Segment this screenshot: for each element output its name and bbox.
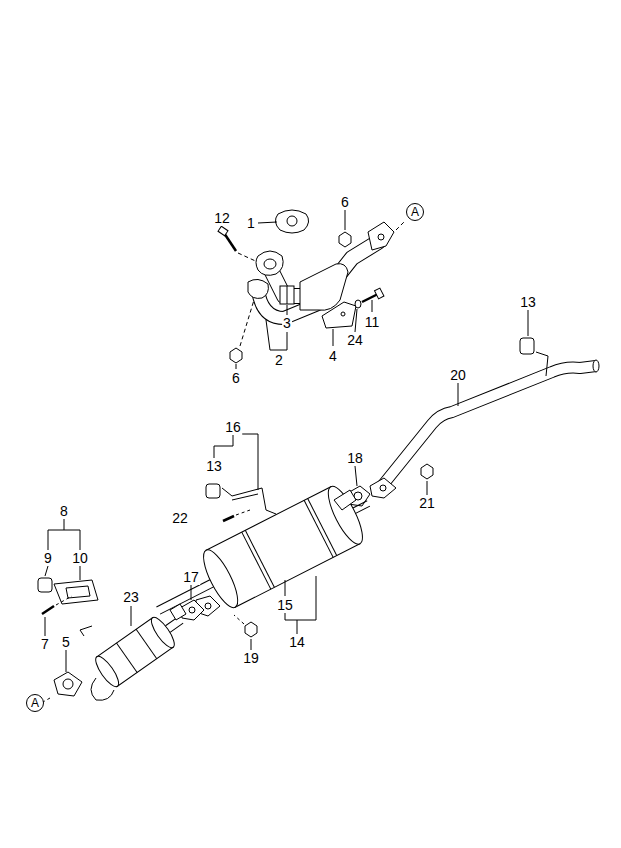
callout-number: 11 bbox=[364, 314, 381, 330]
callout-number: 24 bbox=[346, 332, 364, 348]
callout-number: 13 bbox=[519, 294, 537, 310]
callout-number: 4 bbox=[328, 348, 338, 364]
callout-number: 10 bbox=[71, 550, 89, 566]
reference-letter: A bbox=[31, 697, 39, 709]
callout-number: 2 bbox=[274, 352, 284, 368]
callout-number: 3 bbox=[282, 315, 292, 331]
callout-number: 19 bbox=[242, 650, 260, 666]
callout-number: 14 bbox=[288, 634, 306, 650]
callout-number: 9 bbox=[43, 550, 53, 566]
callout-number: 6 bbox=[231, 370, 241, 386]
callout-number: 21 bbox=[418, 495, 436, 511]
callout-number: 8 bbox=[59, 503, 69, 519]
callout-number: 22 bbox=[171, 510, 189, 526]
callout-number: 1 bbox=[246, 215, 256, 231]
callout-number: 6 bbox=[340, 194, 350, 210]
callout-number: 16 bbox=[224, 419, 242, 435]
reference-circle: A bbox=[26, 694, 44, 712]
callout-number: 17 bbox=[182, 569, 200, 585]
callout-number: 20 bbox=[449, 367, 467, 383]
callout-number: 18 bbox=[346, 450, 364, 466]
callout-number: 7 bbox=[40, 636, 50, 652]
callout-number: 5 bbox=[61, 634, 71, 650]
callout-number: 13 bbox=[205, 458, 223, 474]
callout-number: 23 bbox=[122, 589, 140, 605]
callout-number: 15 bbox=[276, 597, 294, 613]
reference-letter: A bbox=[411, 206, 419, 218]
reference-circle: A bbox=[406, 203, 424, 221]
callout-number: 12 bbox=[213, 210, 231, 226]
